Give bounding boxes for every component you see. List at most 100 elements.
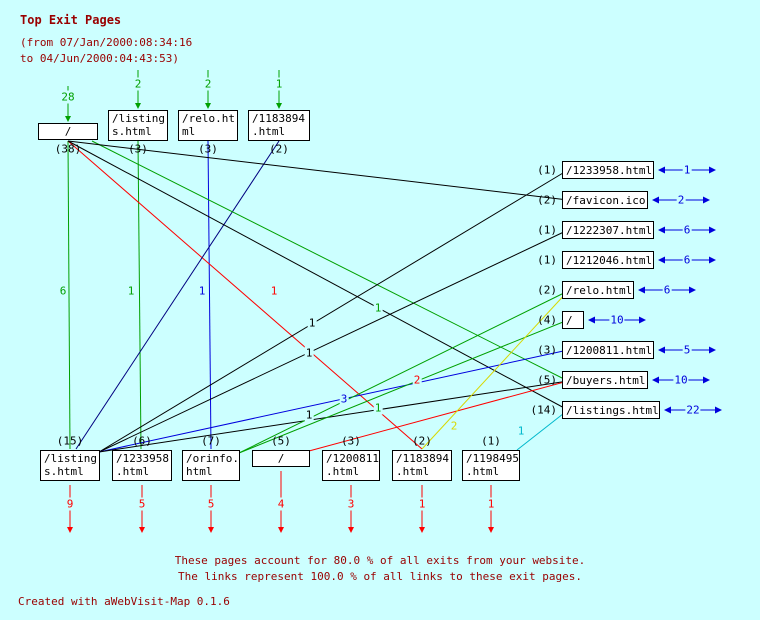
right-page-box[interactable]: /relo.html xyxy=(562,281,634,299)
right-arrowhead-icon xyxy=(709,226,716,234)
page-box-label: .html xyxy=(466,465,500,478)
page-box-label: /1212046.html xyxy=(566,253,653,267)
page-box-label: /1233958 xyxy=(116,452,169,465)
link-line xyxy=(207,140,212,450)
exit-arrowhead-icon xyxy=(67,527,73,533)
entry-arrowhead-icon xyxy=(65,116,71,122)
link-line xyxy=(421,290,569,450)
exit-arrowhead-icon xyxy=(419,527,425,533)
link-line xyxy=(516,409,569,451)
left-arrowhead-icon xyxy=(658,166,665,174)
bottom-page-box[interactable]: /1198495.html xyxy=(462,450,520,481)
page-box-label: /1198495 xyxy=(466,452,519,465)
right-page-box[interactable]: /favicon.ico xyxy=(562,191,648,209)
link-line xyxy=(98,349,569,453)
link-line xyxy=(67,140,569,411)
page-box-label: .html xyxy=(116,465,150,478)
date-range-line2: to 04/Jun/2000:04:43:53) xyxy=(20,52,179,65)
exit-count: 4 xyxy=(276,497,286,511)
bottom-page-box[interactable]: /1233958.html xyxy=(112,450,172,481)
link-line xyxy=(98,169,569,453)
page-box-label: /1200811 xyxy=(326,452,379,465)
link-line xyxy=(238,290,569,454)
link-count-label: (3) xyxy=(341,434,361,448)
link-count-label: (14) xyxy=(530,403,558,417)
right-arrowhead-icon xyxy=(709,346,716,354)
bottom-page-box[interactable]: / xyxy=(252,450,310,467)
page-box-label: .html xyxy=(252,125,286,138)
link-count: 1 xyxy=(307,316,317,330)
page-box-label: /1233958.html xyxy=(566,163,653,177)
exit-count: 5 xyxy=(206,497,216,511)
page-box-label: ml xyxy=(182,125,196,138)
page-box-label: s.html xyxy=(112,125,152,138)
credit-line: Created with aWebVisit-Map 0.1.6 xyxy=(18,595,230,608)
exit-count: 9 xyxy=(65,497,75,511)
page-box-label: / xyxy=(566,313,573,327)
entry-count: 28 xyxy=(60,90,76,104)
page-box-label: / xyxy=(277,452,285,465)
page-box-label: /orinfo. xyxy=(186,452,239,465)
summary-line-1: These pages account for 80.0 % of all ex… xyxy=(174,554,586,567)
link-line xyxy=(67,140,569,201)
page-box-label: /1222307.html xyxy=(566,223,653,237)
link-count-label: (1) xyxy=(537,163,557,177)
link-line xyxy=(238,319,569,454)
page-box-label: .html xyxy=(396,465,430,478)
bottom-page-box[interactable]: /1200811.html xyxy=(322,450,380,481)
page-box-label: /1183894 xyxy=(252,112,305,125)
link-count: 1 xyxy=(373,401,383,415)
right-page-box[interactable]: /listings.html xyxy=(562,401,660,419)
right-arrowhead-icon xyxy=(703,376,710,384)
top-page-box[interactable]: /1183894.html xyxy=(248,110,310,141)
link-count-label: (6) xyxy=(132,434,152,448)
right-page-box[interactable]: / xyxy=(562,311,584,329)
top-page-box[interactable]: / xyxy=(38,123,98,140)
link-count-label: (7) xyxy=(201,434,221,448)
right-page-box[interactable]: /1212046.html xyxy=(562,251,654,269)
entry-arrowhead-icon xyxy=(135,103,141,109)
inout-count: 22 xyxy=(685,403,701,417)
page-box-label: /favicon.ico xyxy=(566,193,646,207)
inout-count: 10 xyxy=(609,313,625,327)
link-line xyxy=(91,140,569,382)
link-line xyxy=(67,140,423,450)
right-arrowhead-icon xyxy=(715,406,722,414)
page-box-label: /buyers.html xyxy=(566,373,646,387)
link-count: 1 xyxy=(516,424,526,438)
link-count-label: (2) xyxy=(412,434,432,448)
inout-count: 6 xyxy=(682,223,692,237)
link-count-label: (4) xyxy=(537,313,557,327)
link-count: 6 xyxy=(58,284,68,298)
entry-arrowhead-icon xyxy=(205,103,211,109)
right-page-box[interactable]: /1233958.html xyxy=(562,161,654,179)
bottom-page-box[interactable]: /orinfo.html xyxy=(182,450,240,481)
page-box-label: /1183894 xyxy=(396,452,449,465)
bottom-page-box[interactable]: /1183894.html xyxy=(392,450,452,481)
left-arrowhead-icon xyxy=(658,256,665,264)
right-arrowhead-icon xyxy=(703,196,710,204)
page-title: Top Exit Pages xyxy=(20,13,122,27)
right-page-box[interactable]: /buyers.html xyxy=(562,371,648,389)
link-count-label: (5) xyxy=(271,434,291,448)
right-page-box[interactable]: /1200811.html xyxy=(562,341,654,359)
left-arrowhead-icon xyxy=(652,376,659,384)
link-line xyxy=(308,380,569,452)
inout-count: 1 xyxy=(682,163,692,177)
right-page-box[interactable]: /1222307.html xyxy=(562,221,654,239)
inout-count: 6 xyxy=(662,283,672,297)
link-line xyxy=(67,140,71,450)
date-range-line1: (from 07/Jan/2000:08:34:16 xyxy=(20,36,193,49)
inout-count: 10 xyxy=(673,373,689,387)
entry-count: 2 xyxy=(133,77,143,91)
link-count: 2 xyxy=(449,419,459,433)
link-count: 1 xyxy=(373,301,383,315)
page-box-label: /listings.html xyxy=(566,403,659,417)
link-count-label: (2) xyxy=(269,142,289,156)
link-count: 2 xyxy=(412,373,422,387)
link-count: 1 xyxy=(269,284,279,298)
